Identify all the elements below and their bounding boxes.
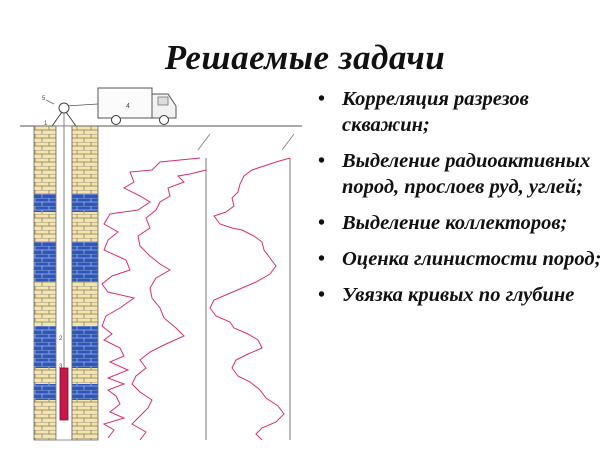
marker-label-2: 2	[59, 336, 63, 342]
marker-label-3: 3	[59, 364, 63, 370]
list-item: • Выделение коллекторов;	[318, 210, 608, 236]
well-logging-diagram: 4 5 1 2 3	[20, 87, 302, 441]
list-item-text: Выделение радиоактивных пород, прослоев …	[342, 150, 591, 198]
cable	[65, 103, 99, 107]
log-curve-1	[101, 157, 201, 439]
list-item: • Корреляция разрезов скважин;	[318, 86, 608, 138]
marker-label-1: 1	[44, 121, 48, 127]
list-item-text: Оценка глинистости пород;	[342, 248, 602, 270]
slide-title: Решаемые задачи	[164, 38, 446, 77]
log-curve-2	[209, 157, 291, 441]
bullet-icon: •	[318, 248, 326, 270]
sheave-wheel: 5	[42, 96, 77, 127]
logging-truck: 4	[97, 87, 177, 125]
task-list: • Корреляция разрезов скважин; • Выделение…	[318, 86, 608, 318]
logging-instrument	[59, 367, 69, 421]
bullet-icon: •	[318, 212, 326, 234]
truck-label: 4	[126, 103, 130, 110]
list-item-text: Выделение коллекторов;	[342, 212, 568, 234]
track-2-marker	[281, 133, 295, 151]
list-item: • Оценка глинистости пород;	[318, 246, 608, 272]
list-item: • Увязка кривых по глубине	[318, 282, 608, 308]
list-item: • Выделение радиоактивных пород, прослоев…	[318, 148, 608, 200]
bullet-icon: •	[318, 284, 326, 306]
log-curve-1b	[131, 169, 207, 441]
track-1-marker	[197, 133, 211, 151]
bullet-icon: •	[318, 150, 326, 172]
list-item-text: Увязка кривых по глубине	[342, 284, 575, 306]
marker-label-5: 5	[42, 96, 46, 102]
borehole-left-wall	[33, 125, 57, 441]
list-item-text: Корреляция разрезов скважин;	[342, 88, 529, 136]
bullet-icon: •	[318, 88, 326, 110]
borehole-right-wall	[71, 125, 99, 441]
